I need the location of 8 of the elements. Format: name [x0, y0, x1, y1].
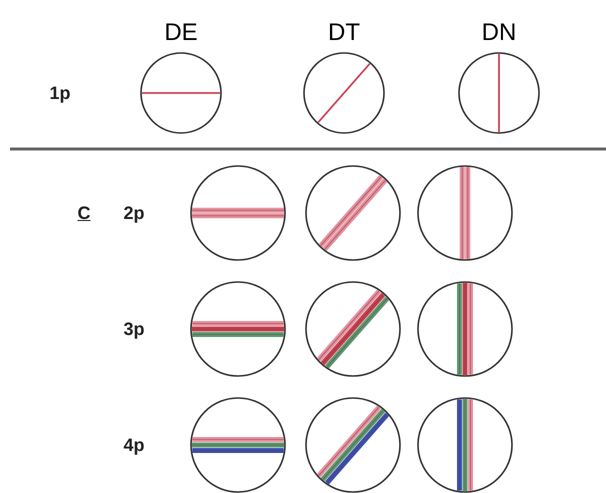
row-label: C — [78, 204, 90, 222]
column-header: DE — [164, 21, 198, 45]
row-label: 1p — [50, 84, 70, 102]
row-label: 3p — [124, 320, 144, 338]
row-label: 2p — [124, 204, 144, 222]
column-header: DT — [328, 21, 360, 45]
column-header: DN — [482, 21, 516, 45]
row-label: 4p — [124, 436, 144, 454]
